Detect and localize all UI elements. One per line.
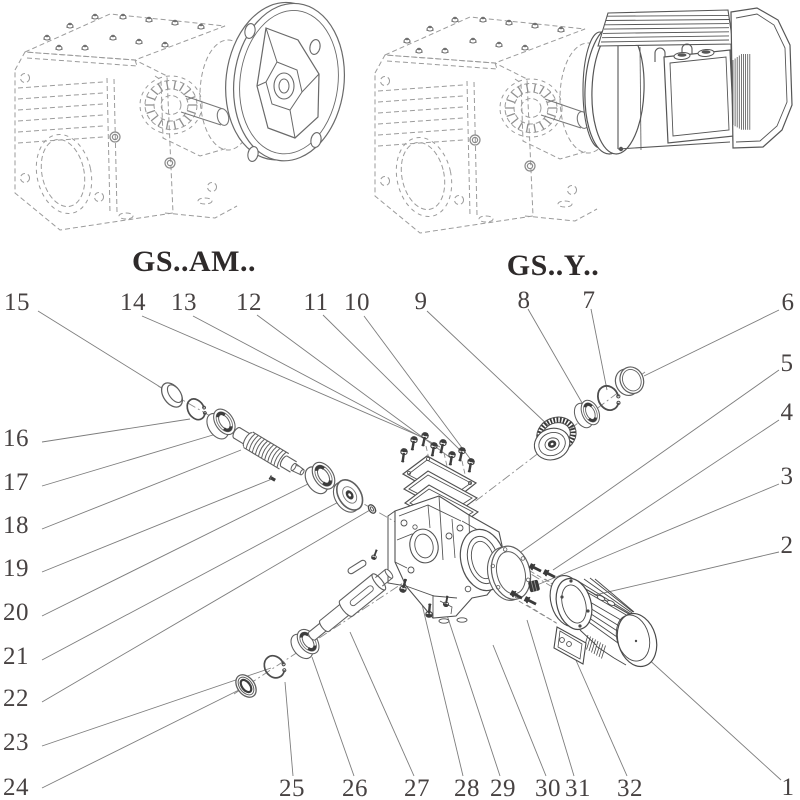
svg-text:9: 9 [415, 288, 428, 315]
svg-text:7: 7 [583, 287, 596, 314]
svg-text:11: 11 [303, 289, 328, 316]
svg-text:26: 26 [342, 775, 368, 800]
svg-text:31: 31 [565, 775, 591, 800]
svg-text:6: 6 [782, 289, 795, 316]
svg-text:24: 24 [3, 774, 29, 800]
svg-text:28: 28 [454, 775, 480, 800]
svg-text:GS..Y..: GS..Y.. [507, 249, 599, 282]
svg-text:5: 5 [781, 350, 794, 377]
svg-text:29: 29 [490, 775, 516, 800]
svg-text:20: 20 [3, 599, 29, 626]
svg-text:8: 8 [518, 287, 531, 314]
svg-text:17: 17 [3, 469, 29, 496]
svg-text:23: 23 [3, 729, 29, 756]
svg-text:12: 12 [236, 289, 262, 316]
svg-text:22: 22 [3, 685, 29, 712]
svg-text:18: 18 [3, 512, 29, 539]
svg-text:2: 2 [781, 532, 794, 559]
svg-text:16: 16 [3, 425, 29, 452]
svg-text:3: 3 [781, 463, 794, 490]
svg-text:21: 21 [3, 643, 29, 670]
svg-text:27: 27 [404, 775, 430, 800]
svg-text:25: 25 [279, 775, 305, 800]
svg-text:10: 10 [344, 289, 370, 316]
svg-text:1: 1 [782, 774, 795, 800]
svg-text:4: 4 [781, 399, 794, 426]
svg-text:32: 32 [617, 775, 643, 800]
svg-text:19: 19 [3, 555, 29, 582]
svg-text:GS..AM..: GS..AM.. [132, 245, 256, 278]
svg-text:13: 13 [171, 289, 197, 316]
svg-text:14: 14 [120, 289, 146, 316]
svg-text:30: 30 [535, 775, 561, 800]
svg-text:15: 15 [4, 289, 30, 316]
